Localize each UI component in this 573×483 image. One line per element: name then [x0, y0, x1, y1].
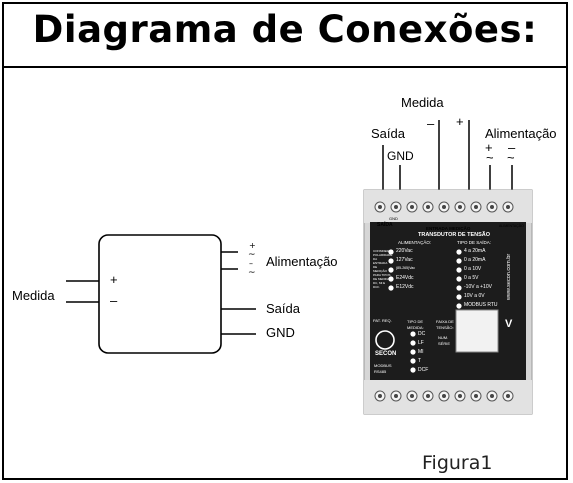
- device-measure-opt-1: DC: [418, 331, 426, 337]
- device-measure-head: TIPO DE MEDIDA:: [407, 319, 424, 330]
- device-power-opt-3: (85-265)Vac: [396, 266, 416, 270]
- device-faceplate: [370, 222, 526, 380]
- device-serial-head: NUM. SÉRIE: [438, 335, 451, 346]
- device-volt-unit: V: [505, 318, 513, 330]
- range-window: [455, 309, 499, 353]
- ac-tilde-1: ~: [248, 250, 256, 260]
- photo-ac-tilde-2: ~: [507, 150, 515, 165]
- photo-supply-plus: +: [485, 140, 493, 155]
- schematic-minus-sign: –: [110, 293, 118, 308]
- device-output-opt-2: 0 a 20mA: [464, 257, 486, 263]
- device-website: www.secon.com.br: [506, 253, 512, 300]
- device-gnd-label: GND: [389, 216, 398, 221]
- device-power-opt-5: E12Vdc: [396, 284, 414, 290]
- device-measure-opt-3: MI: [418, 349, 424, 355]
- photo-supply-minus: –: [508, 140, 516, 155]
- device-measure-opt-2: LF: [418, 340, 424, 346]
- device-measure-opt-5: DCF: [418, 367, 429, 373]
- device-polarity-note: CONSIDERAR POLARIDADE DA ENTRADA DE MEDI…: [373, 249, 394, 289]
- secon-logo-icon: [375, 330, 395, 350]
- device-output-opt-4: 0 a 5V: [464, 275, 479, 281]
- title-divider: [4, 66, 566, 68]
- device-power-opt-4: E24Vdc: [396, 275, 414, 281]
- ac-minus-symbol: –: [249, 259, 253, 268]
- device-range-head: FAIXA DE TENSÃO:: [436, 319, 454, 330]
- power-option-dots: [388, 249, 394, 291]
- photo-minus-sign: –: [427, 116, 435, 131]
- photo-plus-sign: +: [456, 114, 464, 129]
- device-model: TRANSDUTOR DE TENSÃO: [418, 232, 491, 238]
- top-terminals: [374, 201, 514, 213]
- device-output-opt-7: MODBUS RTU: [464, 302, 498, 308]
- measure-option-dots: [410, 331, 416, 373]
- figure-caption: Figura1: [422, 452, 493, 474]
- photo-measure-label: Medida: [401, 95, 444, 110]
- device-output-opt-3: 0 a 10V: [464, 266, 482, 272]
- schematic-supply-label: Alimentação: [266, 254, 338, 269]
- schematic-plus-sign: +: [110, 272, 118, 287]
- bottom-terminals: [374, 390, 514, 402]
- device-output-opt-6: 10V a 0V: [464, 293, 485, 299]
- photo-gnd-label: GND: [387, 149, 414, 163]
- diagram-title: Diagrama de Conexões:: [32, 8, 538, 51]
- ac-plus-symbol: +: [249, 241, 256, 250]
- schematic-gnd-label: GND: [266, 325, 295, 340]
- ac-tilde-2: ~: [248, 268, 256, 278]
- schematic-output-label: Saída: [266, 301, 300, 316]
- photo-ac-tilde-1: ~: [486, 150, 494, 165]
- device-output-head: TIPO DE SAÍDA:: [457, 240, 492, 245]
- device-entrada-label: ENTRADA MEDIÇÃO: [426, 226, 471, 231]
- device-alim-label: ALIMENTAÇÃO: [499, 224, 524, 228]
- device-brand: SECON: [375, 351, 397, 357]
- device-patent: PAT. REQ.: [373, 318, 392, 323]
- device-saida-label: SAÍDA: [377, 222, 393, 228]
- photo-supply-label: Alimentação: [485, 126, 557, 141]
- device-power-head: ALIMENTAÇÃO:: [398, 240, 432, 245]
- device-output-opt-5: -10V a +10V: [464, 284, 492, 290]
- output-option-dots: [456, 249, 462, 309]
- device-power-opt-1: 220Vac: [396, 248, 413, 254]
- device-power-opt-2: 127Vac: [396, 257, 413, 263]
- photo-output-label: Saída: [371, 126, 405, 141]
- device-measure-opt-4: T: [418, 358, 422, 364]
- schematic-input-label: Medida: [12, 288, 55, 303]
- device-output-opt-1: 4 a 20mA: [464, 248, 486, 254]
- schematic-block: [98, 234, 222, 354]
- device-modbus-label: MODBUS RS485: [374, 363, 392, 374]
